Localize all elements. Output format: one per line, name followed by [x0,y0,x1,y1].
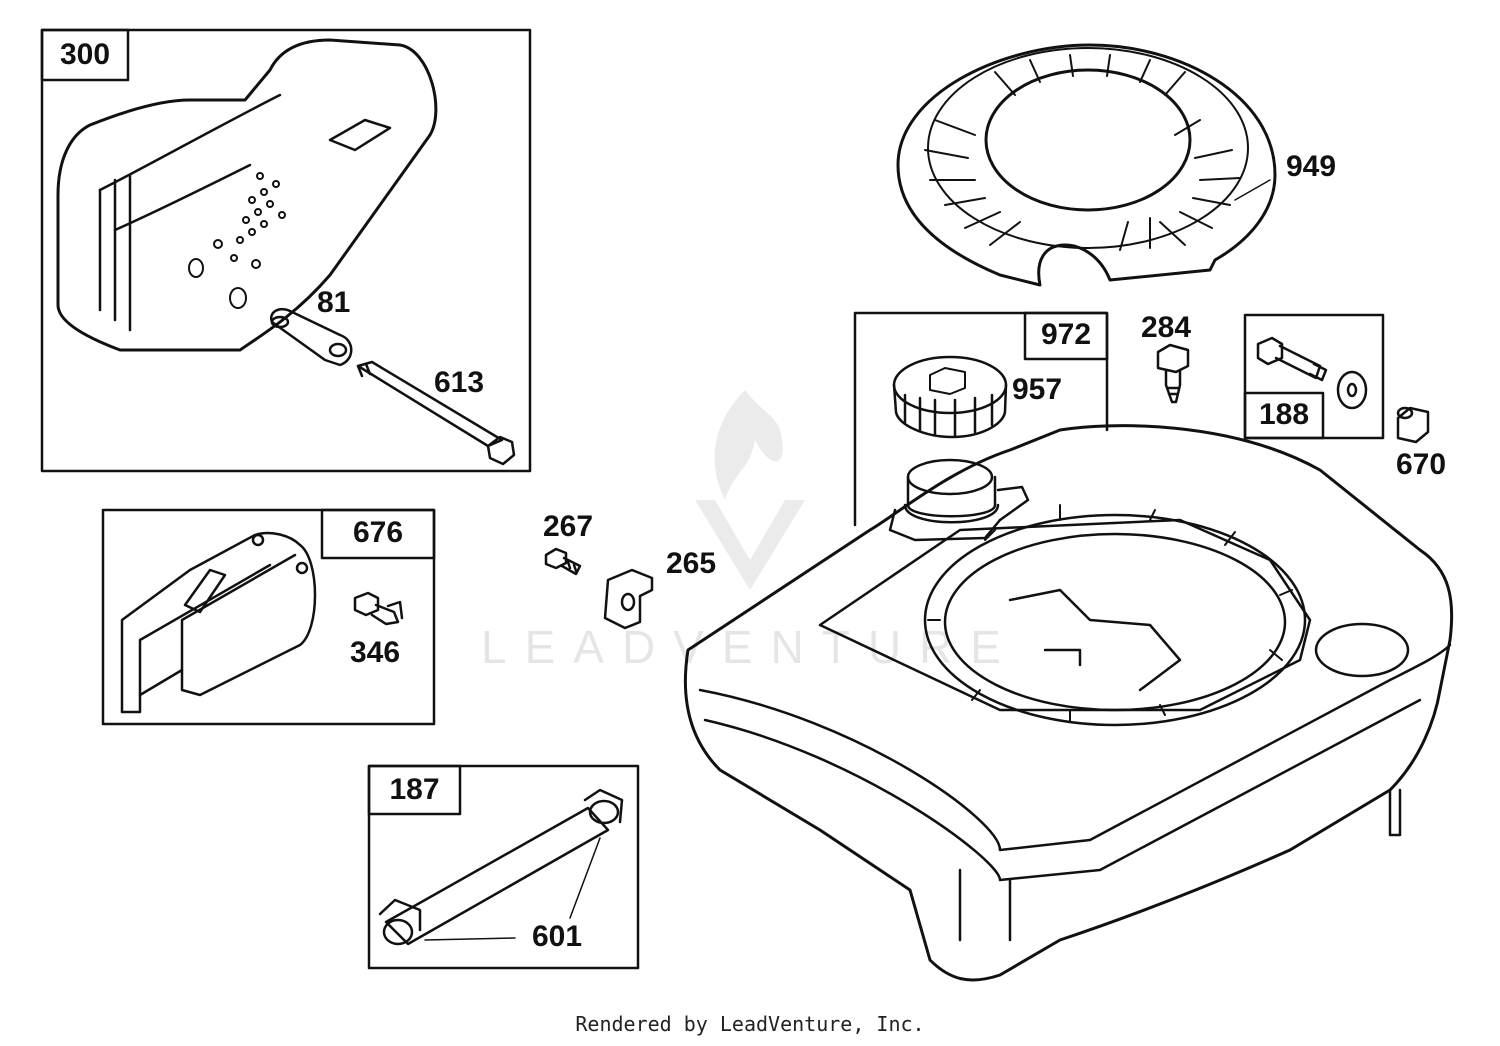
callout-284: 284 [1141,311,1192,344]
fuel-tank-neck [888,458,1030,542]
callout-601: 601 [532,920,583,953]
kit-676-box [101,508,436,726]
screw-188 [1256,336,1368,410]
kit-300-label: 300 [59,38,111,71]
callout-346: 346 [350,636,401,669]
callout-613: 613 [434,366,485,399]
screw-267 [544,547,582,576]
callout-265: 265 [666,547,717,580]
muffler-vent-holes [188,172,286,309]
heat-shield [120,531,317,714]
leader-949 [1234,179,1271,201]
kit-972-box [853,311,1109,527]
fuel-line-601 [378,788,624,946]
kit-187-label: 187 [389,773,440,806]
watermark-logo [695,390,805,590]
bolt-346 [353,591,404,626]
kit-972-label: 972 [1040,318,1092,351]
fuel-cap-957 [892,355,1008,439]
clip-265 [603,568,654,630]
kit-187-box [367,764,640,970]
callout-81: 81 [317,286,351,319]
spacer-670 [1396,406,1430,444]
tank-tabs [927,504,1293,723]
muffler-deflector-81 [269,307,353,367]
kit-300-box [40,28,532,473]
kit-188-label: 188 [1258,398,1310,431]
footer-credit: Rendered by LeadVenture, Inc. [575,1012,925,1036]
callout-267: 267 [543,510,594,543]
muffler [56,38,438,352]
callout-957: 957 [1012,373,1063,406]
kit-188-box [1243,313,1385,440]
muffler-bolt-613 [356,360,516,466]
callout-949: 949 [1286,150,1337,183]
blower-housing-screen [896,43,1277,287]
fuel-tank [683,424,1454,982]
watermark-text: LEADVENTURE [481,621,1019,673]
bolt-284 [1156,343,1190,404]
kit-676-label: 676 [352,516,404,549]
callout-670: 670 [1396,448,1447,481]
